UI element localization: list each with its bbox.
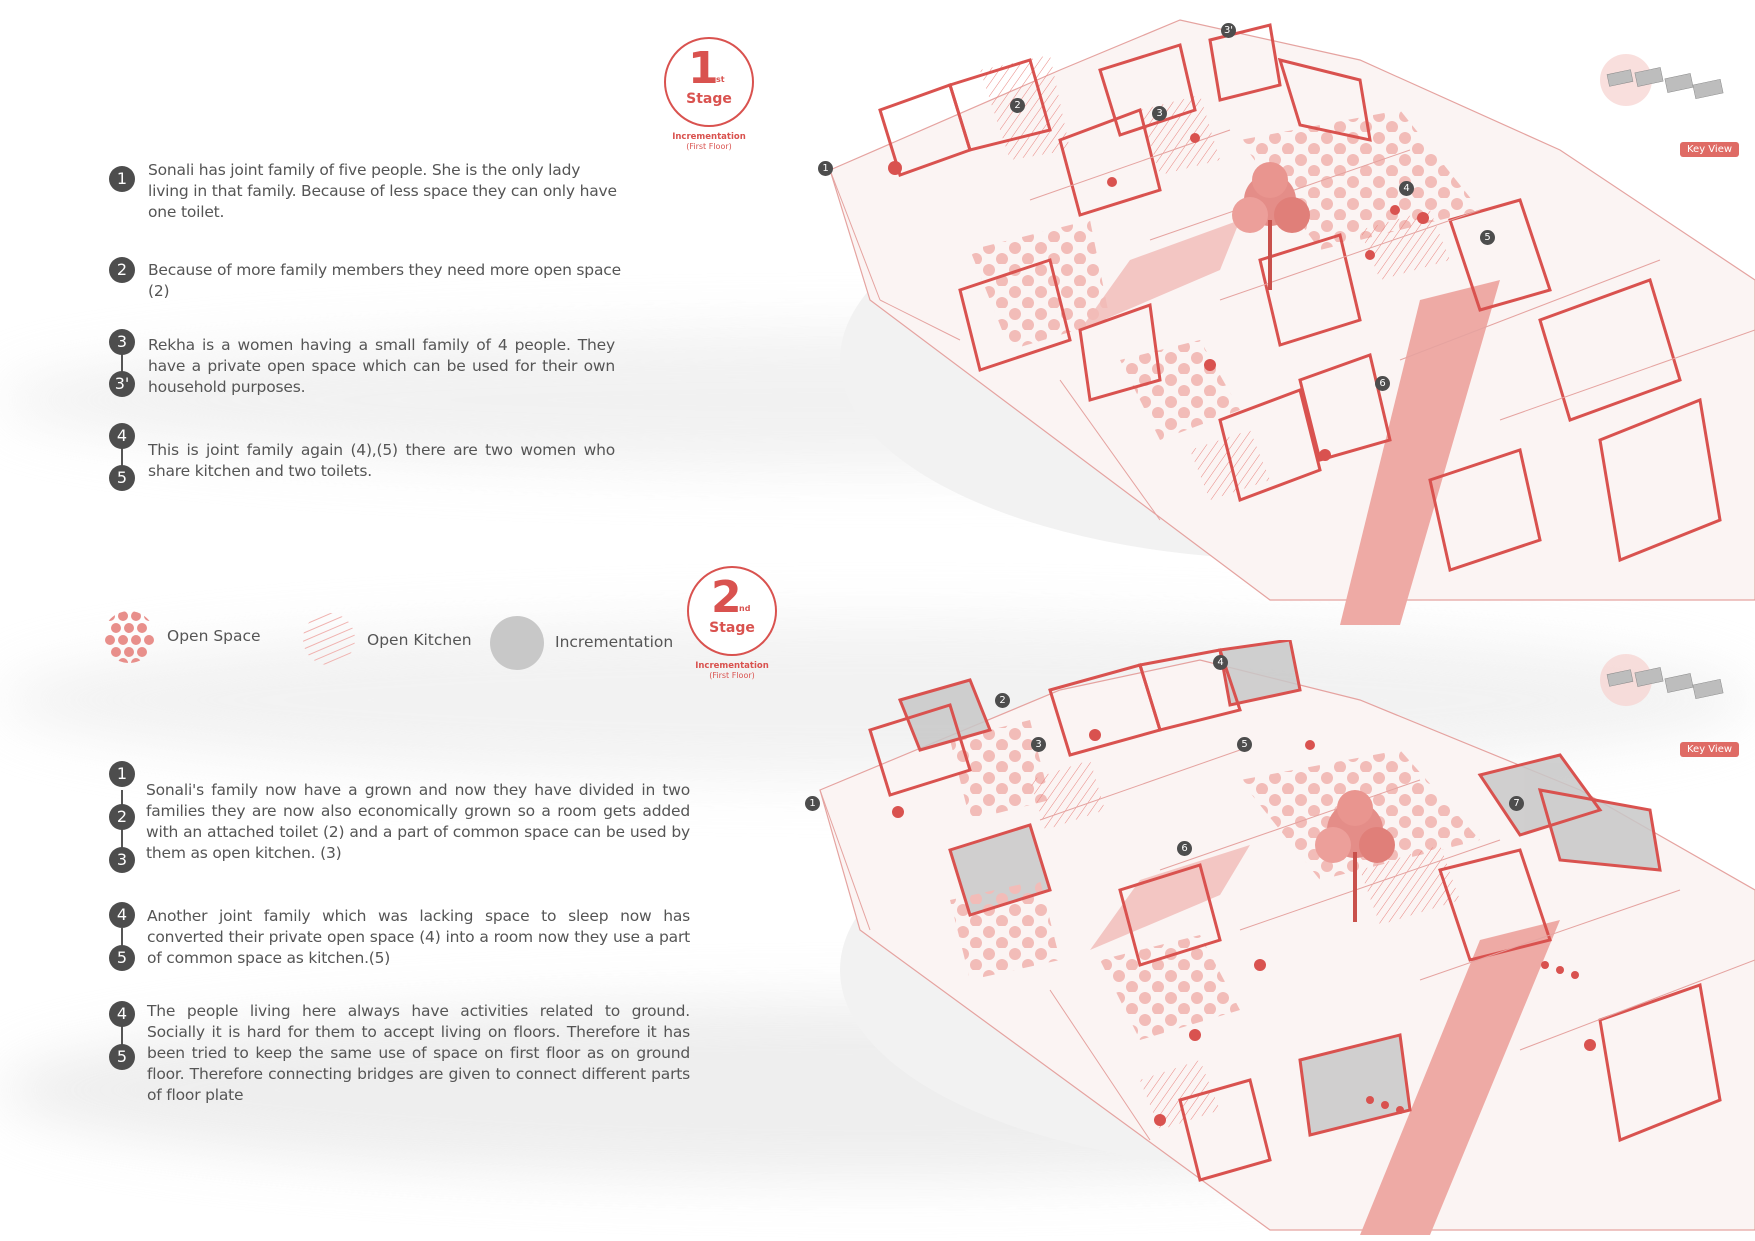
callout-bubble: 2	[1010, 98, 1025, 113]
callout-bubble: 1	[805, 796, 820, 811]
stage2-caption-title: Incrementation	[695, 661, 769, 671]
open-kitchen-swatch	[303, 613, 355, 665]
callout-bubble: 5	[1237, 737, 1252, 752]
callout-bubble: 3'	[1221, 23, 1236, 38]
stage2-caption: Incrementation (First Floor)	[677, 661, 787, 681]
stage2-number: 2	[711, 572, 742, 623]
marker-4: 4	[109, 1001, 135, 1027]
stage1-caption-sub: (First Floor)	[686, 142, 732, 151]
stage1-caption: Incrementation (First Floor)	[654, 132, 764, 152]
stage1-paragraph-4: This is joint family again (4),(5) there…	[148, 441, 615, 480]
axonometric-drawing-stage2	[819, 640, 1755, 1235]
stage1-caption-title: Incrementation	[672, 132, 746, 142]
marker-5: 5	[109, 465, 135, 491]
marker-5: 5	[109, 945, 135, 971]
stage1-number: 1	[688, 43, 719, 94]
marker-connector	[121, 1023, 123, 1053]
marker-1: 1	[109, 166, 135, 192]
key-view-badge-2[interactable]: Key View	[1680, 742, 1740, 757]
tree-icon	[1315, 790, 1395, 922]
callout-bubble: 5	[1480, 230, 1495, 245]
key-view-badge-1[interactable]: Key View	[1680, 142, 1740, 157]
axonometric-drawing-stage1	[829, 19, 1755, 625]
marker-5: 5	[109, 1044, 135, 1070]
callout-bubble: 3	[1152, 106, 1167, 121]
callout-bubble: 4	[1213, 655, 1228, 670]
tree-icon	[1232, 162, 1310, 290]
callout-bubble: 7	[1509, 796, 1524, 811]
callout-bubble: 6	[1375, 376, 1390, 391]
stage2-paragraph-2: Another joint family which was lacking s…	[147, 907, 690, 967]
stage1-paragraph-2: Because of more family members they need…	[148, 261, 621, 300]
marker-2: 2	[109, 257, 135, 283]
stage1-word: Stage	[686, 91, 732, 107]
callout-bubble: 3	[1031, 737, 1046, 752]
marker-4: 4	[109, 423, 135, 449]
key-view-map-2[interactable]	[1596, 650, 1746, 720]
marker-connector	[121, 928, 123, 958]
stage2-suffix: nd	[739, 604, 751, 613]
open-space-label: Open Space	[167, 627, 261, 645]
marker-connector	[121, 790, 123, 870]
stage1-paragraph-3: Rekha is a women having a small family o…	[148, 336, 615, 396]
marker-2: 2	[109, 804, 135, 830]
stage2-paragraph-3: The people living here always have activ…	[147, 1002, 690, 1104]
marker-3: 3	[109, 329, 135, 355]
marker-3-prime: 3'	[109, 371, 135, 397]
marker-connector	[121, 345, 123, 375]
marker-connector	[121, 448, 123, 476]
stage1-circle: 1 st Stage	[664, 37, 754, 127]
open-space-swatch	[105, 611, 154, 663]
marker-4: 4	[109, 902, 135, 928]
incrementation-label: Incrementation	[555, 633, 674, 651]
incrementation-swatch	[490, 616, 544, 670]
callout-bubble: 6	[1177, 841, 1192, 856]
stage2-word: Stage	[709, 620, 755, 636]
stage2-paragraph-1: Sonali's family now have a grown and now…	[146, 781, 690, 862]
callout-bubble: 2	[995, 693, 1010, 708]
key-view-map-1[interactable]	[1596, 50, 1746, 120]
callout-bubble: 4	[1399, 181, 1414, 196]
marker-3: 3	[109, 847, 135, 873]
stage1-paragraph-1: Sonali has joint family of five people. …	[148, 161, 617, 221]
marker-1: 1	[109, 761, 135, 787]
stage2-caption-sub: (First Floor)	[709, 671, 755, 680]
stage2-circle: 2 nd Stage	[687, 566, 777, 656]
callout-bubble: 1	[818, 161, 833, 176]
open-kitchen-label: Open Kitchen	[367, 631, 472, 649]
stage1-suffix: st	[716, 75, 725, 84]
